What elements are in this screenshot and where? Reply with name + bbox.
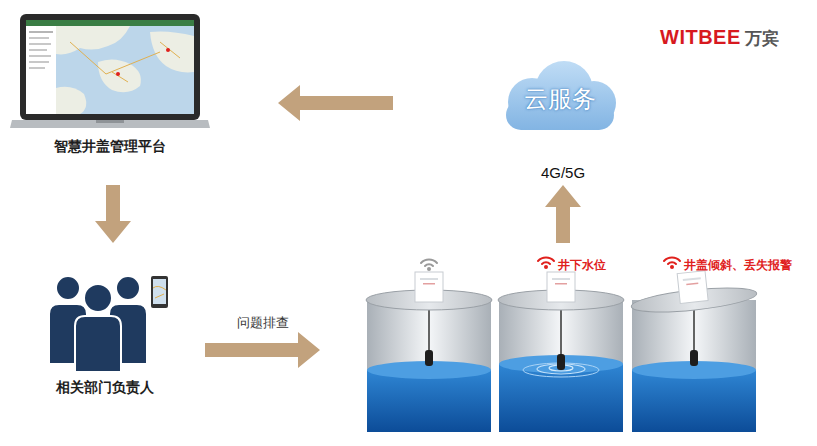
edge-label: 问题排查	[235, 314, 291, 332]
arrow-shape	[278, 85, 393, 121]
brand-logo: WITBEE万宾	[660, 26, 779, 50]
edge-label: 4G/5G	[539, 164, 587, 181]
flow-arrow	[278, 85, 393, 121]
platform-node: 智慧井盖管理平台	[10, 12, 210, 172]
arrow-shape	[95, 185, 131, 243]
flow-arrow	[95, 185, 131, 243]
alarm-label: 井下水位	[558, 257, 606, 274]
flow-arrow	[545, 185, 581, 243]
brand-name: WITBEE	[660, 26, 741, 49]
brand-name-cn: 万宾	[745, 27, 779, 50]
arrow-shape	[205, 332, 320, 368]
laptop-illustration	[10, 12, 210, 130]
manhole-wells-illustration	[362, 252, 810, 434]
people-icon	[30, 268, 180, 373]
node-label: 相关部门负责人	[56, 379, 154, 397]
node-label: 智慧井盖管理平台	[54, 138, 166, 156]
people-node: 相关部门负责人	[30, 268, 180, 398]
alarm-label: 井盖倾斜、丢失报警	[684, 257, 792, 274]
wells-node: 井下水位 井盖倾斜、丢失报警	[362, 252, 810, 434]
cloud-label: 云服务	[524, 83, 596, 115]
cloud-node: 云服务	[492, 58, 628, 134]
flow-arrow	[205, 332, 320, 368]
arrow-shape	[545, 185, 581, 243]
